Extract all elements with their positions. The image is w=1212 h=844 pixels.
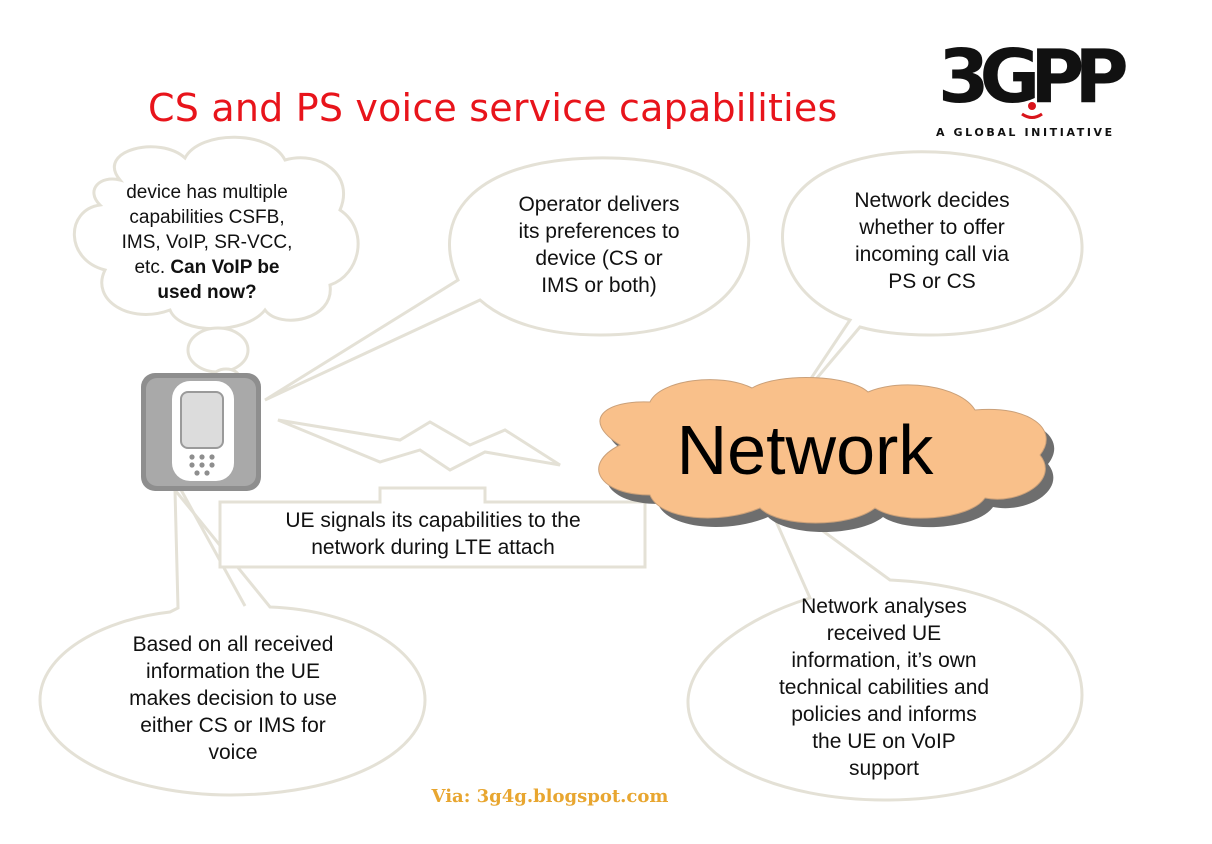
network-decides-speech-bubble (781, 150, 1084, 411)
thought-line: IMS, VoIP, SR-VCC, (121, 232, 293, 253)
thought-line-bold: used now? (157, 282, 257, 303)
operator-line: IMS or both) (541, 274, 657, 297)
thought-line: used now? (92, 280, 322, 305)
network-decides-line: PS or CS (888, 270, 976, 293)
operator-line: its preferences to (518, 220, 680, 243)
network-analyses-text: Network analyses received UE information… (740, 593, 1028, 782)
thought-line: capabilities CSFB, (129, 207, 285, 228)
thought-cloud (72, 135, 360, 331)
ue-decision-text: Based on all received information the UE… (92, 631, 374, 766)
logo-tagline: A GLOBAL INITIATIVE (936, 126, 1115, 139)
thought-line: device has multiple (126, 182, 288, 203)
thought-bubble-text: device has multiple capabilities CSFB, I… (92, 180, 322, 305)
ue-decision-pointer-extra (178, 487, 247, 607)
network-analyses-line: technical cabilities and (778, 676, 990, 699)
ue-signals-line: network during LTE attach (311, 536, 555, 559)
ue-decision-line: makes decision to use (129, 687, 337, 710)
operator-line: Operator delivers (518, 193, 680, 216)
network-decides-line: whether to offer (859, 216, 1005, 239)
network-analyses-line: received UE (826, 622, 942, 645)
operator-speech-bubble (264, 156, 751, 402)
ue-signals-line: UE signals its capabilities to the (285, 509, 581, 532)
mobile-phone-icon (141, 373, 261, 491)
thought-line-bold: Can VoIP be (170, 257, 280, 278)
network-analyses-line: support (848, 757, 920, 780)
ue-signals-text: UE signals its capabilities to the netwo… (226, 507, 640, 561)
thought-line: etc. Can VoIP be (92, 255, 322, 280)
network-label: Network (676, 411, 934, 489)
network-decides-line: incoming call via (854, 243, 1010, 266)
ue-decision-line: voice (208, 741, 258, 764)
signal-lightning (277, 418, 561, 472)
via-attribution: Via: 3g4g.blogspot.com (431, 786, 669, 807)
operator-line: device (CS or (535, 247, 663, 270)
network-analyses-line: the UE on VoIP (812, 730, 956, 753)
network-decides-text: Network decides whether to offer incomin… (808, 187, 1056, 295)
ue-signals-box (218, 486, 647, 569)
network-analyses-speech-bubble (686, 480, 1084, 802)
ue-decision-line: information the UE (146, 660, 320, 683)
thought-dot-large (186, 326, 250, 374)
3gpp-logo: 3GPP (938, 34, 1128, 120)
network-analyses-line: Network analyses (801, 595, 967, 618)
page-title: CS and PS voice service capabilities (148, 86, 838, 130)
network-analyses-line: information, it’s own (791, 649, 977, 672)
network-analyses-line: policies and informs (791, 703, 977, 726)
network-cloud (598, 377, 1047, 524)
thought-line-plain: etc. (134, 257, 171, 278)
ue-decision-line: Based on all received (132, 633, 334, 656)
operator-bubble-text: Operator delivers its preferences to dev… (468, 191, 730, 299)
network-decides-line: Network decides (854, 189, 1010, 212)
ue-decision-speech-bubble (38, 485, 427, 797)
ue-decision-line: either CS or IMS for (140, 714, 326, 737)
